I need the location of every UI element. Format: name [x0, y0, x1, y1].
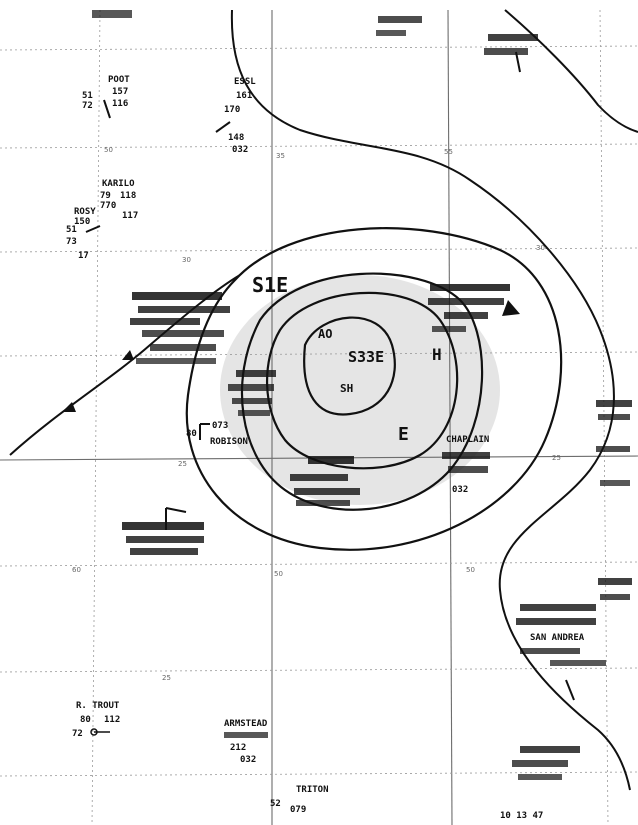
degree-label: 55: [444, 148, 453, 156]
svg-text:KARILO: KARILO: [102, 179, 135, 189]
isobar-outer: [185, 227, 563, 551]
isobar-2: [266, 291, 459, 470]
svg-text:170: 170: [224, 105, 240, 115]
svg-text:CHAPLAIN: CHAPLAIN: [446, 435, 489, 445]
svg-text:51: 51: [82, 91, 93, 101]
top-left-scrap: [92, 10, 132, 18]
system-label: H: [432, 345, 442, 364]
svg-text:TRITON: TRITON: [296, 785, 329, 795]
station-cluster-south: [290, 456, 360, 506]
degree-label: 25: [552, 454, 561, 462]
svg-text:079: 079: [290, 805, 306, 815]
svg-text:032: 032: [232, 145, 248, 155]
station-karilo: KARILO 79 770 118 117: [100, 179, 138, 221]
station-cluster-east: [428, 284, 520, 332]
station-rosy: ROSY 51 73 150 17: [66, 207, 101, 261]
front-marker: [62, 402, 76, 412]
degree-label: 50: [104, 146, 113, 154]
svg-text:51: 51: [66, 225, 77, 235]
degree-label: 25: [162, 674, 171, 682]
svg-text:ROBISON: ROBISON: [210, 437, 248, 447]
degree-label: 30: [536, 244, 545, 252]
isobar-inner: [303, 316, 396, 416]
station-san-andrea: SAN ANDREA: [516, 604, 606, 701]
station-lower-right: [512, 746, 580, 780]
degree-label: 35: [276, 152, 285, 160]
svg-text:116: 116: [112, 99, 128, 109]
svg-text:032: 032: [240, 755, 256, 765]
system-label: E: [398, 424, 409, 445]
front-marker: [122, 350, 134, 360]
svg-text:073: 073: [212, 421, 228, 431]
station-triton: TRITON 52 079: [270, 785, 329, 815]
degree-labels: 35 55 30 50 30 25 60 25 50 50 25: [72, 146, 561, 682]
svg-text:72: 72: [82, 101, 93, 111]
station-essl: ESSL 161 170 148 032: [215, 77, 256, 155]
svg-text:117: 117: [122, 211, 138, 221]
degree-label: 50: [466, 566, 475, 574]
svg-text:212: 212: [230, 743, 246, 753]
svg-text:ESSL: ESSL: [234, 77, 256, 87]
outer-front: [230, 9, 631, 791]
svg-text:032: 032: [452, 485, 468, 495]
degree-label: 50: [274, 570, 283, 578]
svg-text:80: 80: [186, 429, 197, 439]
svg-text:157: 157: [112, 87, 128, 97]
svg-text:ARMSTEAD: ARMSTEAD: [224, 719, 268, 729]
system-label: S33E: [348, 348, 384, 366]
svg-text:80: 80: [80, 715, 91, 725]
svg-text:SAN ANDREA: SAN ANDREA: [530, 633, 585, 643]
svg-text:52: 52: [270, 799, 281, 809]
station-cluster-southwest: [122, 507, 204, 555]
svg-text:148: 148: [228, 133, 244, 143]
svg-text:112: 112: [104, 715, 120, 725]
svg-text:79: 79: [100, 191, 111, 201]
station-r-trout: R. TROUT 80 112 72: [72, 701, 120, 739]
svg-text:118: 118: [120, 191, 136, 201]
station-armstead: ARMSTEAD 212 032: [224, 719, 268, 765]
station-hassler: 80 073 ROBISON: [186, 421, 248, 447]
svg-text:770: 770: [100, 201, 116, 211]
system-label: S1E: [252, 273, 288, 297]
svg-text:17: 17: [78, 251, 89, 261]
svg-text:R. TROUT: R. TROUT: [76, 701, 120, 711]
svg-text:161: 161: [236, 91, 252, 101]
station-cluster-upper: [376, 16, 538, 73]
svg-text:150: 150: [74, 217, 90, 227]
svg-text:73: 73: [66, 237, 77, 247]
svg-text:POOT: POOT: [108, 75, 130, 85]
inner-mark: AO: [318, 327, 332, 341]
date-stamp: 10 13 47: [500, 811, 543, 821]
degree-label: 25: [178, 460, 187, 468]
station-cluster-right: [596, 400, 632, 600]
svg-text:ROSY: ROSY: [74, 207, 96, 217]
degree-label: 30: [182, 256, 191, 264]
svg-text:72: 72: [72, 729, 83, 739]
degree-label: 60: [72, 566, 81, 574]
station-cluster-west: [130, 292, 230, 364]
station-poot: POOT 51 72 157 116: [82, 75, 130, 119]
left-front: [9, 274, 241, 456]
station-chaplain: CHAPLAIN 032: [442, 435, 490, 495]
center-label: SH: [340, 382, 353, 395]
station-midway: [228, 370, 276, 416]
upper-right-front: [504, 9, 638, 133]
